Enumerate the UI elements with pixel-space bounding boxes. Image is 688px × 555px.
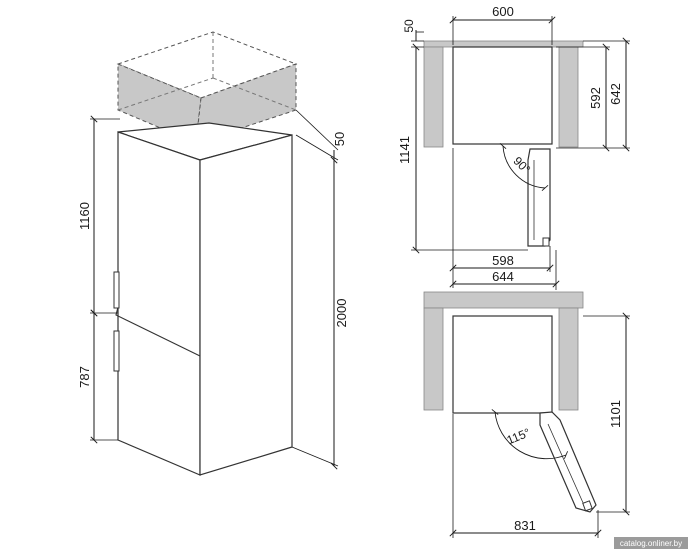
- fridge-body: [113, 122, 293, 476]
- label-1101: 1101: [608, 400, 623, 428]
- lower-handle-icon: [113, 330, 120, 372]
- dimension-2000: 2000 50: [291, 109, 349, 470]
- dimension-1160: 1160: [77, 115, 120, 317]
- label-50-side: 50: [332, 132, 347, 146]
- label-1141: 1141: [397, 136, 412, 164]
- label-600: 600: [492, 4, 514, 19]
- appliance-top: [452, 46, 553, 145]
- rear-wall-2: [423, 291, 584, 309]
- label-642: 642: [608, 83, 623, 105]
- left-niche-wall: [423, 46, 444, 148]
- watermark-text: catalog.onliner.by: [620, 539, 682, 548]
- label-598: 598: [492, 253, 514, 268]
- label-831: 831: [514, 518, 536, 533]
- open-door-115: [539, 411, 597, 513]
- right-niche-wall-2: [558, 307, 579, 411]
- rear-wall: [423, 40, 584, 48]
- right-niche-wall: [558, 46, 579, 148]
- label-644: 644: [492, 269, 514, 284]
- label-50-top: 50: [402, 19, 416, 33]
- top-view-115: 115° 1101 831: [423, 291, 630, 538]
- left-niche-wall-2: [423, 307, 444, 411]
- dimension-787: 787: [77, 309, 118, 444]
- label-787: 787: [77, 366, 92, 388]
- upper-handle-icon: [113, 271, 120, 309]
- side-view: 1160 787 2000 50: [77, 31, 349, 476]
- label-2000: 2000: [334, 299, 349, 328]
- watermark: catalog.onliner.by: [614, 537, 688, 549]
- angle-115: 115°: [505, 425, 533, 447]
- appliance-top-2: [452, 315, 553, 414]
- top-view-90: 90° 600 50 1141 592 642 598 644: [397, 4, 630, 290]
- label-592: 592: [588, 87, 603, 109]
- label-1160: 1160: [77, 202, 92, 230]
